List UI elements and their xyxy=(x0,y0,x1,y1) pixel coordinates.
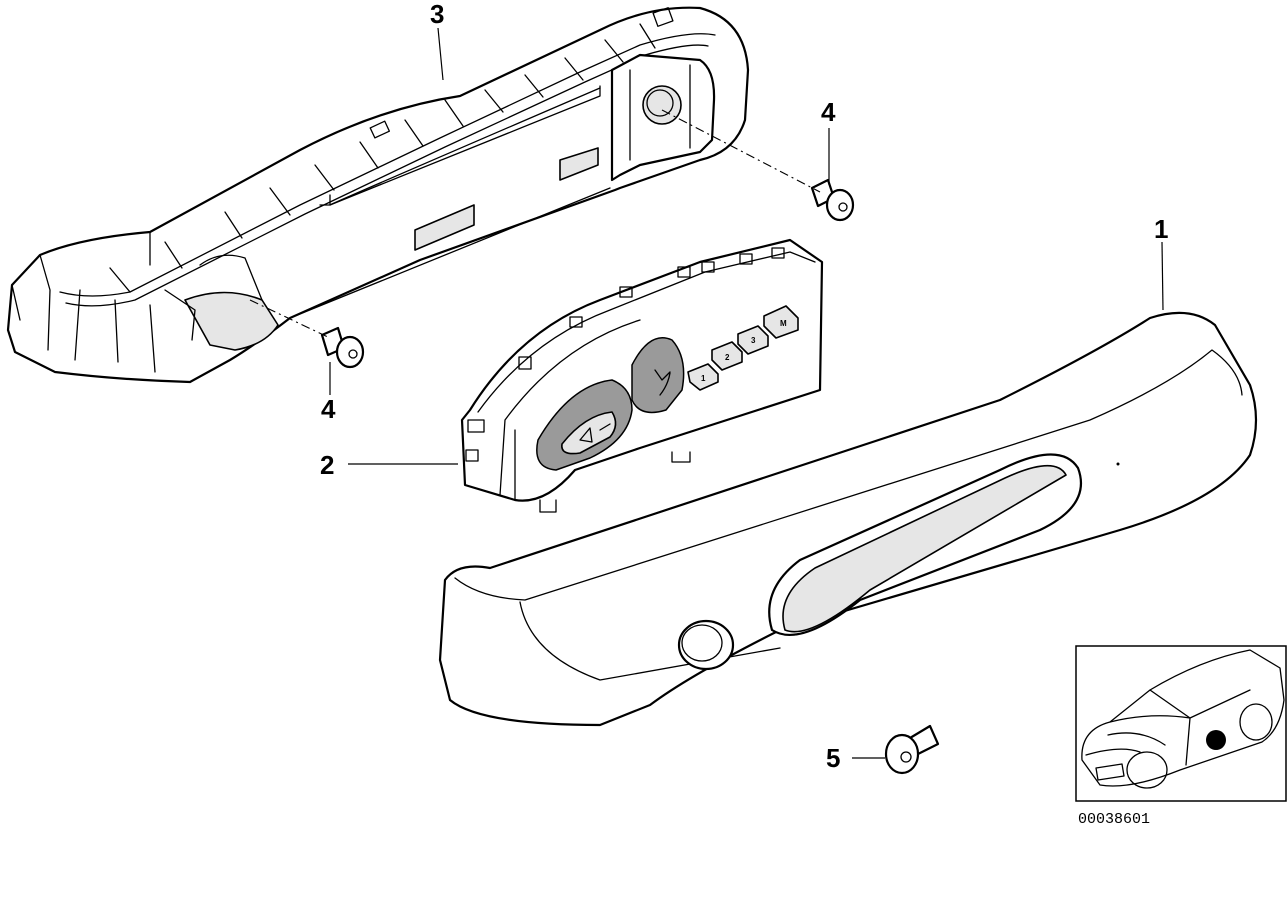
part-1-trim-cover xyxy=(438,311,1258,727)
callout-2: 2 xyxy=(320,450,334,480)
location-marker-dot xyxy=(1206,730,1226,750)
leader-lines xyxy=(249,27,1164,759)
callout-1: 1 xyxy=(1154,214,1168,244)
part-3-trim-frame xyxy=(6,6,750,384)
part-2-seat-switch: 1 2 3 M xyxy=(460,238,824,513)
memory-button-m-label: M xyxy=(780,319,787,328)
vehicle-locator-inset xyxy=(1075,645,1287,802)
callout-5: 5 xyxy=(826,743,840,773)
part-5-screw xyxy=(884,724,940,775)
reference-number: 00038601 xyxy=(1078,811,1150,828)
part-4-lower-screw xyxy=(320,326,365,369)
callout-3: 3 xyxy=(430,0,444,29)
memory-button-3-label: 3 xyxy=(751,336,756,345)
callout-4-lower: 4 xyxy=(321,394,336,424)
memory-button-2-label: 2 xyxy=(725,353,730,362)
callout-4-upper: 4 xyxy=(821,97,836,127)
memory-button-1-label: 1 xyxy=(701,374,706,383)
part-4-upper-screw xyxy=(810,178,855,222)
